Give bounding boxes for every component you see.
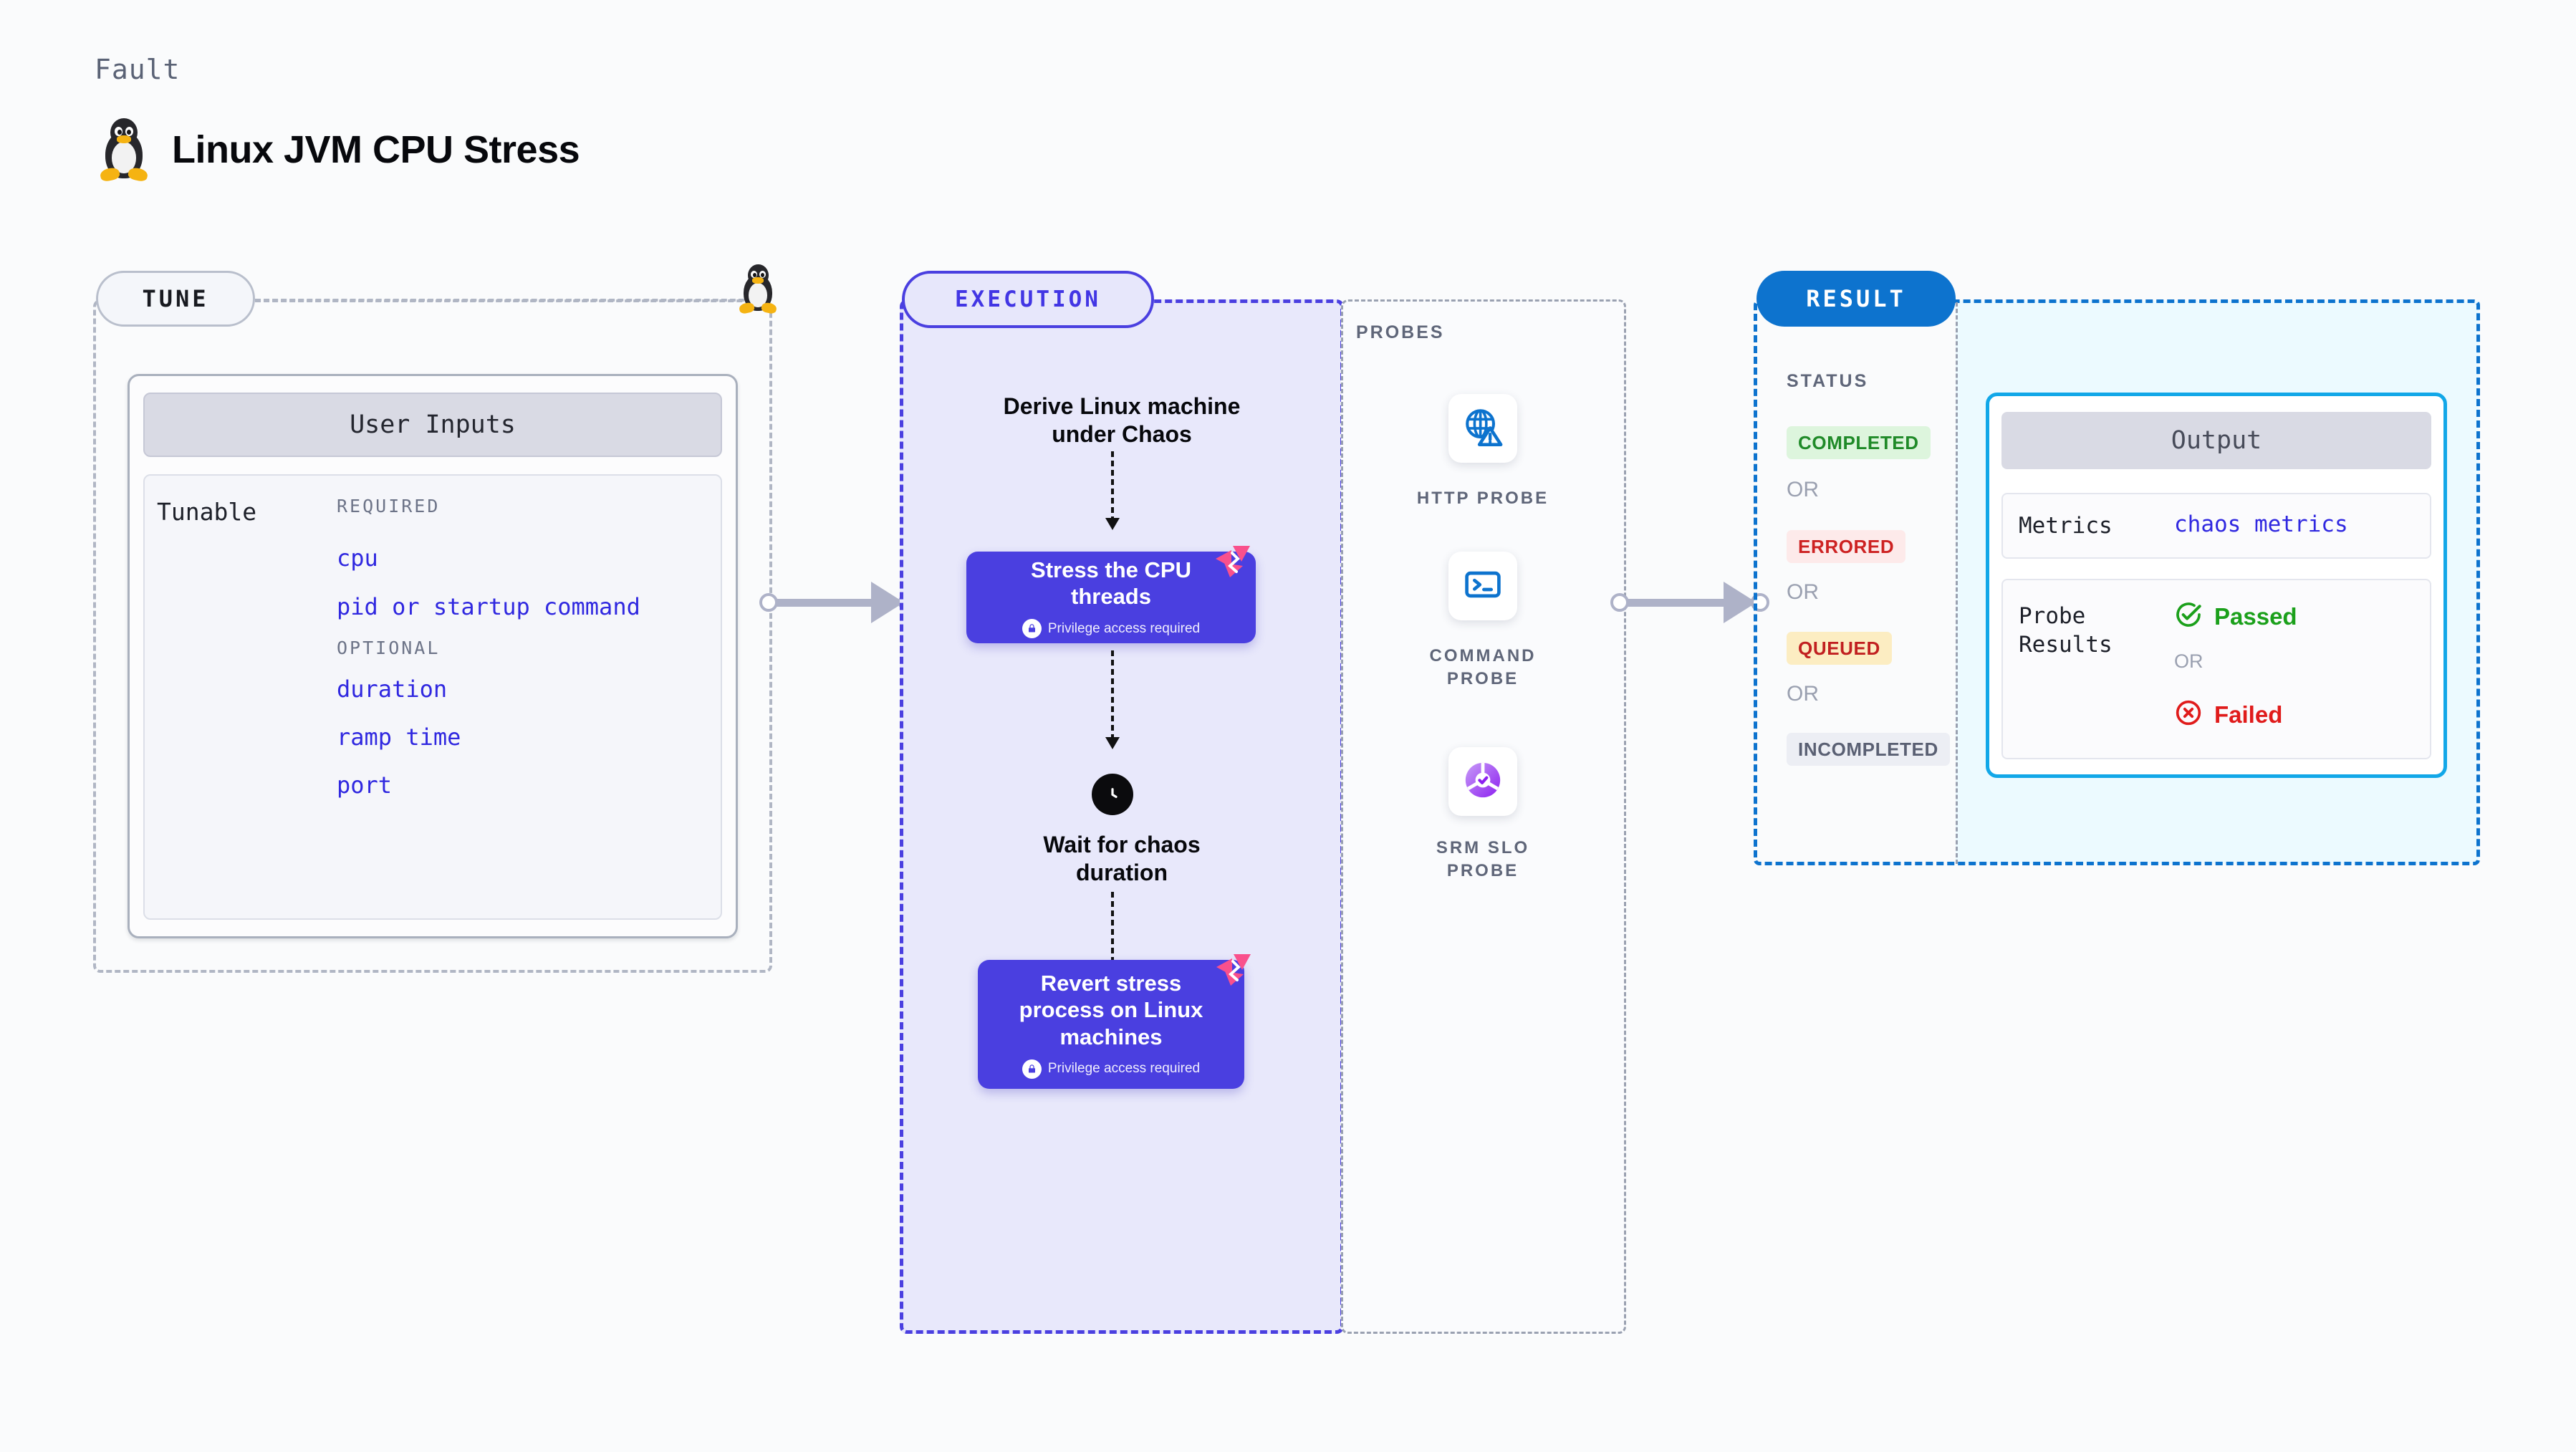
output-probe-results-row [2001, 579, 2431, 759]
probe-caption-command: COMMAND PROBE [1429, 646, 1537, 689]
execution-step-derive: Derive Linux machine under Chaos [1003, 393, 1241, 448]
tune-tag: TUNE [96, 271, 255, 327]
lock-icon [1022, 619, 1042, 639]
user-inputs-header: User Inputs [143, 393, 722, 457]
execution-node-stress-cpu[interactable]: Stress the CPU threads Privilege access … [966, 552, 1256, 643]
user-inputs-title: User Inputs [350, 410, 516, 439]
clock-icon [1092, 774, 1133, 815]
output-card-header: Output [2001, 412, 2431, 469]
probes-panel [1341, 299, 1626, 1334]
probe-caption-srm-slo: SRM SLO PROBE [1436, 838, 1530, 881]
status-badge-completed: COMPLETED [1787, 426, 1931, 459]
tunable-body [143, 474, 722, 920]
execution-step-wait: Wait for chaos duration [1043, 832, 1201, 886]
probe-tile-command[interactable] [1448, 552, 1517, 620]
connector-dot-start [759, 593, 778, 612]
probes-section-label: PROBES [1356, 322, 1445, 342]
status-badge-incompleted: INCOMPLETED [1787, 733, 1950, 766]
privilege-text: Privilege access required [1047, 620, 1201, 636]
status-section-label: STATUS [1787, 371, 1869, 391]
terminal-icon [1463, 564, 1503, 608]
privilege-text: Privilege access required [1047, 1061, 1201, 1077]
arrow-head [1105, 518, 1120, 530]
optional-group-label: OPTIONAL [337, 638, 441, 658]
arrow-shaft [1111, 451, 1114, 519]
probe-failed-label: Failed [2214, 701, 2283, 728]
param-pid-or-startup-command[interactable]: pid or startup command [337, 593, 640, 620]
privilege-badge: Privilege access required [1022, 1059, 1200, 1079]
connector-tune-to-execution [759, 580, 917, 623]
status-or-3: OR [1787, 682, 1819, 706]
lock-icon [1022, 1059, 1042, 1079]
status-badge-queued: QUEUED [1787, 632, 1892, 665]
param-duration[interactable]: duration [337, 675, 448, 703]
arrow-shaft [1111, 892, 1114, 963]
harness-chaos-icon [1214, 544, 1251, 579]
connector-bar [1620, 599, 1736, 607]
probe-caption-http: HTTP PROBE [1416, 489, 1549, 508]
output-probe-results-key: Probe Results [2019, 603, 2113, 658]
param-ramp-time[interactable]: ramp time [337, 723, 461, 751]
page-title: Linux JVM CPU Stress [172, 128, 580, 171]
status-or-2: OR [1787, 580, 1819, 604]
globe-warning-icon [1462, 406, 1504, 451]
node-title: Revert stress process on Linux machines [1019, 971, 1203, 1049]
execution-panel [900, 299, 1344, 1334]
output-metrics-value[interactable]: chaos metrics [2174, 511, 2348, 537]
arrow-shaft [1111, 650, 1114, 738]
status-or-1: OR [1787, 478, 1819, 501]
result-inner-divider [1956, 302, 1958, 864]
arrow-head [1105, 737, 1120, 749]
page-title-row: Linux JVM CPU Stress [99, 118, 580, 183]
required-group-label: REQUIRED [337, 496, 441, 516]
linux-penguin-corner-icon [738, 264, 778, 315]
node-title: Stress the CPU threads [1031, 557, 1191, 609]
connector-execution-to-result [1610, 580, 1769, 623]
probe-passed-label: Passed [2214, 602, 2297, 630]
tune-tag-label: TUNE [142, 285, 209, 312]
privilege-badge: Privilege access required [1022, 619, 1201, 639]
tunable-label: Tunable [157, 498, 257, 526]
probe-result-or: OR [2174, 650, 2203, 672]
probe-tile-srm-slo[interactable] [1448, 747, 1517, 816]
page-kicker: Fault [95, 54, 181, 85]
result-panel [1754, 299, 2480, 865]
param-cpu[interactable]: cpu [337, 544, 378, 572]
probe-result-failed: Failed [2174, 698, 2282, 731]
execution-tag-label: EXECUTION [955, 287, 1101, 312]
linux-penguin-icon [99, 118, 149, 183]
result-tag-label: RESULT [1806, 285, 1906, 312]
probe-tile-http[interactable] [1448, 394, 1517, 463]
srm-slo-donut-icon [1462, 759, 1504, 804]
x-circle-icon [2174, 698, 2203, 731]
param-port[interactable]: port [337, 771, 393, 799]
tune-connector-line [255, 299, 761, 302]
flow-arrow-1 [1105, 451, 1120, 530]
execution-tag: EXECUTION [902, 271, 1154, 328]
output-metrics-row [2001, 493, 2431, 559]
output-metrics-key: Metrics [2019, 513, 2113, 539]
connector-bar [769, 599, 884, 607]
output-title: Output [2171, 426, 2262, 455]
status-badge-errored: ERRORED [1787, 530, 1906, 563]
check-circle-icon [2174, 600, 2203, 633]
connector-dot-start [1610, 593, 1629, 612]
probe-result-passed: Passed [2174, 600, 2297, 633]
execution-node-revert-stress[interactable]: Revert stress process on Linux machines … [978, 960, 1244, 1089]
harness-chaos-icon [1215, 953, 1252, 987]
result-tag: RESULT [1756, 271, 1956, 327]
flow-arrow-2 [1105, 650, 1120, 749]
